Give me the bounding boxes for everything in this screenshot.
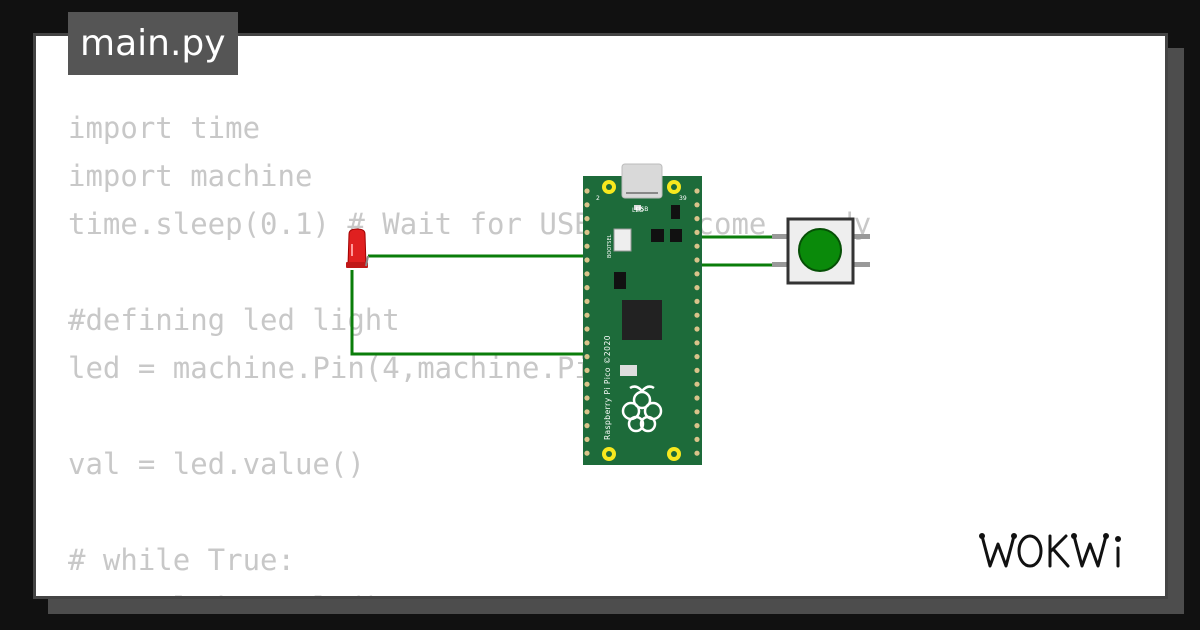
led-component[interactable] bbox=[346, 228, 369, 268]
pin-pad bbox=[694, 395, 700, 401]
pin-pad bbox=[694, 243, 700, 249]
left-pin-header bbox=[584, 188, 590, 456]
pin-pad bbox=[694, 450, 700, 456]
usb-connector bbox=[621, 163, 663, 199]
pin-pad bbox=[584, 229, 590, 235]
pin-pad bbox=[694, 312, 700, 318]
pin-pad bbox=[584, 409, 590, 415]
pin-pad bbox=[694, 271, 700, 277]
led-silk-label: LED bbox=[632, 207, 644, 214]
pin-pad bbox=[584, 271, 590, 277]
pin-pad bbox=[584, 423, 590, 429]
pin-pad bbox=[584, 340, 590, 346]
pin-pad bbox=[584, 381, 590, 387]
pin-number-right: 39 bbox=[679, 195, 687, 202]
pin-pad bbox=[694, 326, 700, 332]
pin-pad bbox=[694, 354, 700, 360]
pin-pad bbox=[584, 243, 590, 249]
pin-pad bbox=[584, 436, 590, 442]
code-line: import time bbox=[68, 111, 261, 145]
pin-pad bbox=[584, 202, 590, 208]
code-line: # while True: bbox=[68, 543, 295, 577]
pin-pad bbox=[694, 216, 700, 222]
pin-pad bbox=[694, 381, 700, 387]
pin-pad bbox=[694, 409, 700, 415]
pin-pad bbox=[694, 285, 700, 291]
pico-board[interactable]: LED USB 2 39 BOOTSEL Raspberry Pi Pico ©… bbox=[583, 163, 702, 465]
wokwi-logo bbox=[979, 533, 1121, 568]
pin-pad bbox=[694, 188, 700, 194]
pin-pad bbox=[584, 298, 590, 304]
rp2040-chip bbox=[622, 300, 662, 340]
pin-pad bbox=[694, 298, 700, 304]
pin-pad bbox=[584, 395, 590, 401]
pin-pad bbox=[584, 326, 590, 332]
code-line: #defining led light bbox=[68, 303, 400, 337]
bootsel-silk-label: BOOTSEL bbox=[607, 234, 613, 258]
pin-pad bbox=[584, 354, 590, 360]
pin-pad bbox=[694, 202, 700, 208]
wires bbox=[350, 235, 773, 356]
bootsel-button bbox=[613, 228, 632, 252]
pin-pad bbox=[694, 436, 700, 442]
usb-silk-label: USB bbox=[636, 206, 648, 213]
pushbutton-component[interactable] bbox=[772, 217, 870, 285]
board-silk-name: Raspberry Pi Pico ©2020 bbox=[603, 335, 612, 440]
pin-pad bbox=[694, 229, 700, 235]
pin-pad bbox=[584, 285, 590, 291]
pin-pad bbox=[584, 450, 590, 456]
file-tab[interactable]: main.py bbox=[68, 12, 238, 75]
pin-pad bbox=[694, 423, 700, 429]
pin-pad bbox=[584, 257, 590, 263]
pin-number-left: 2 bbox=[596, 195, 600, 202]
right-pin-header bbox=[694, 188, 700, 456]
code-line: val = led.value() bbox=[68, 447, 365, 481]
pin-pad bbox=[584, 188, 590, 194]
pin-pad bbox=[584, 367, 590, 373]
raspberry-logo-icon bbox=[621, 385, 663, 433]
pin-pad bbox=[584, 312, 590, 318]
code-line: import machine bbox=[68, 159, 313, 193]
pin-pad bbox=[694, 257, 700, 263]
wire-led-cathode bbox=[350, 270, 590, 356]
pin-pad bbox=[584, 216, 590, 222]
code-line: # led.toggle() bbox=[68, 584, 871, 596]
pin-pad bbox=[694, 367, 700, 373]
pin-pad bbox=[694, 340, 700, 346]
